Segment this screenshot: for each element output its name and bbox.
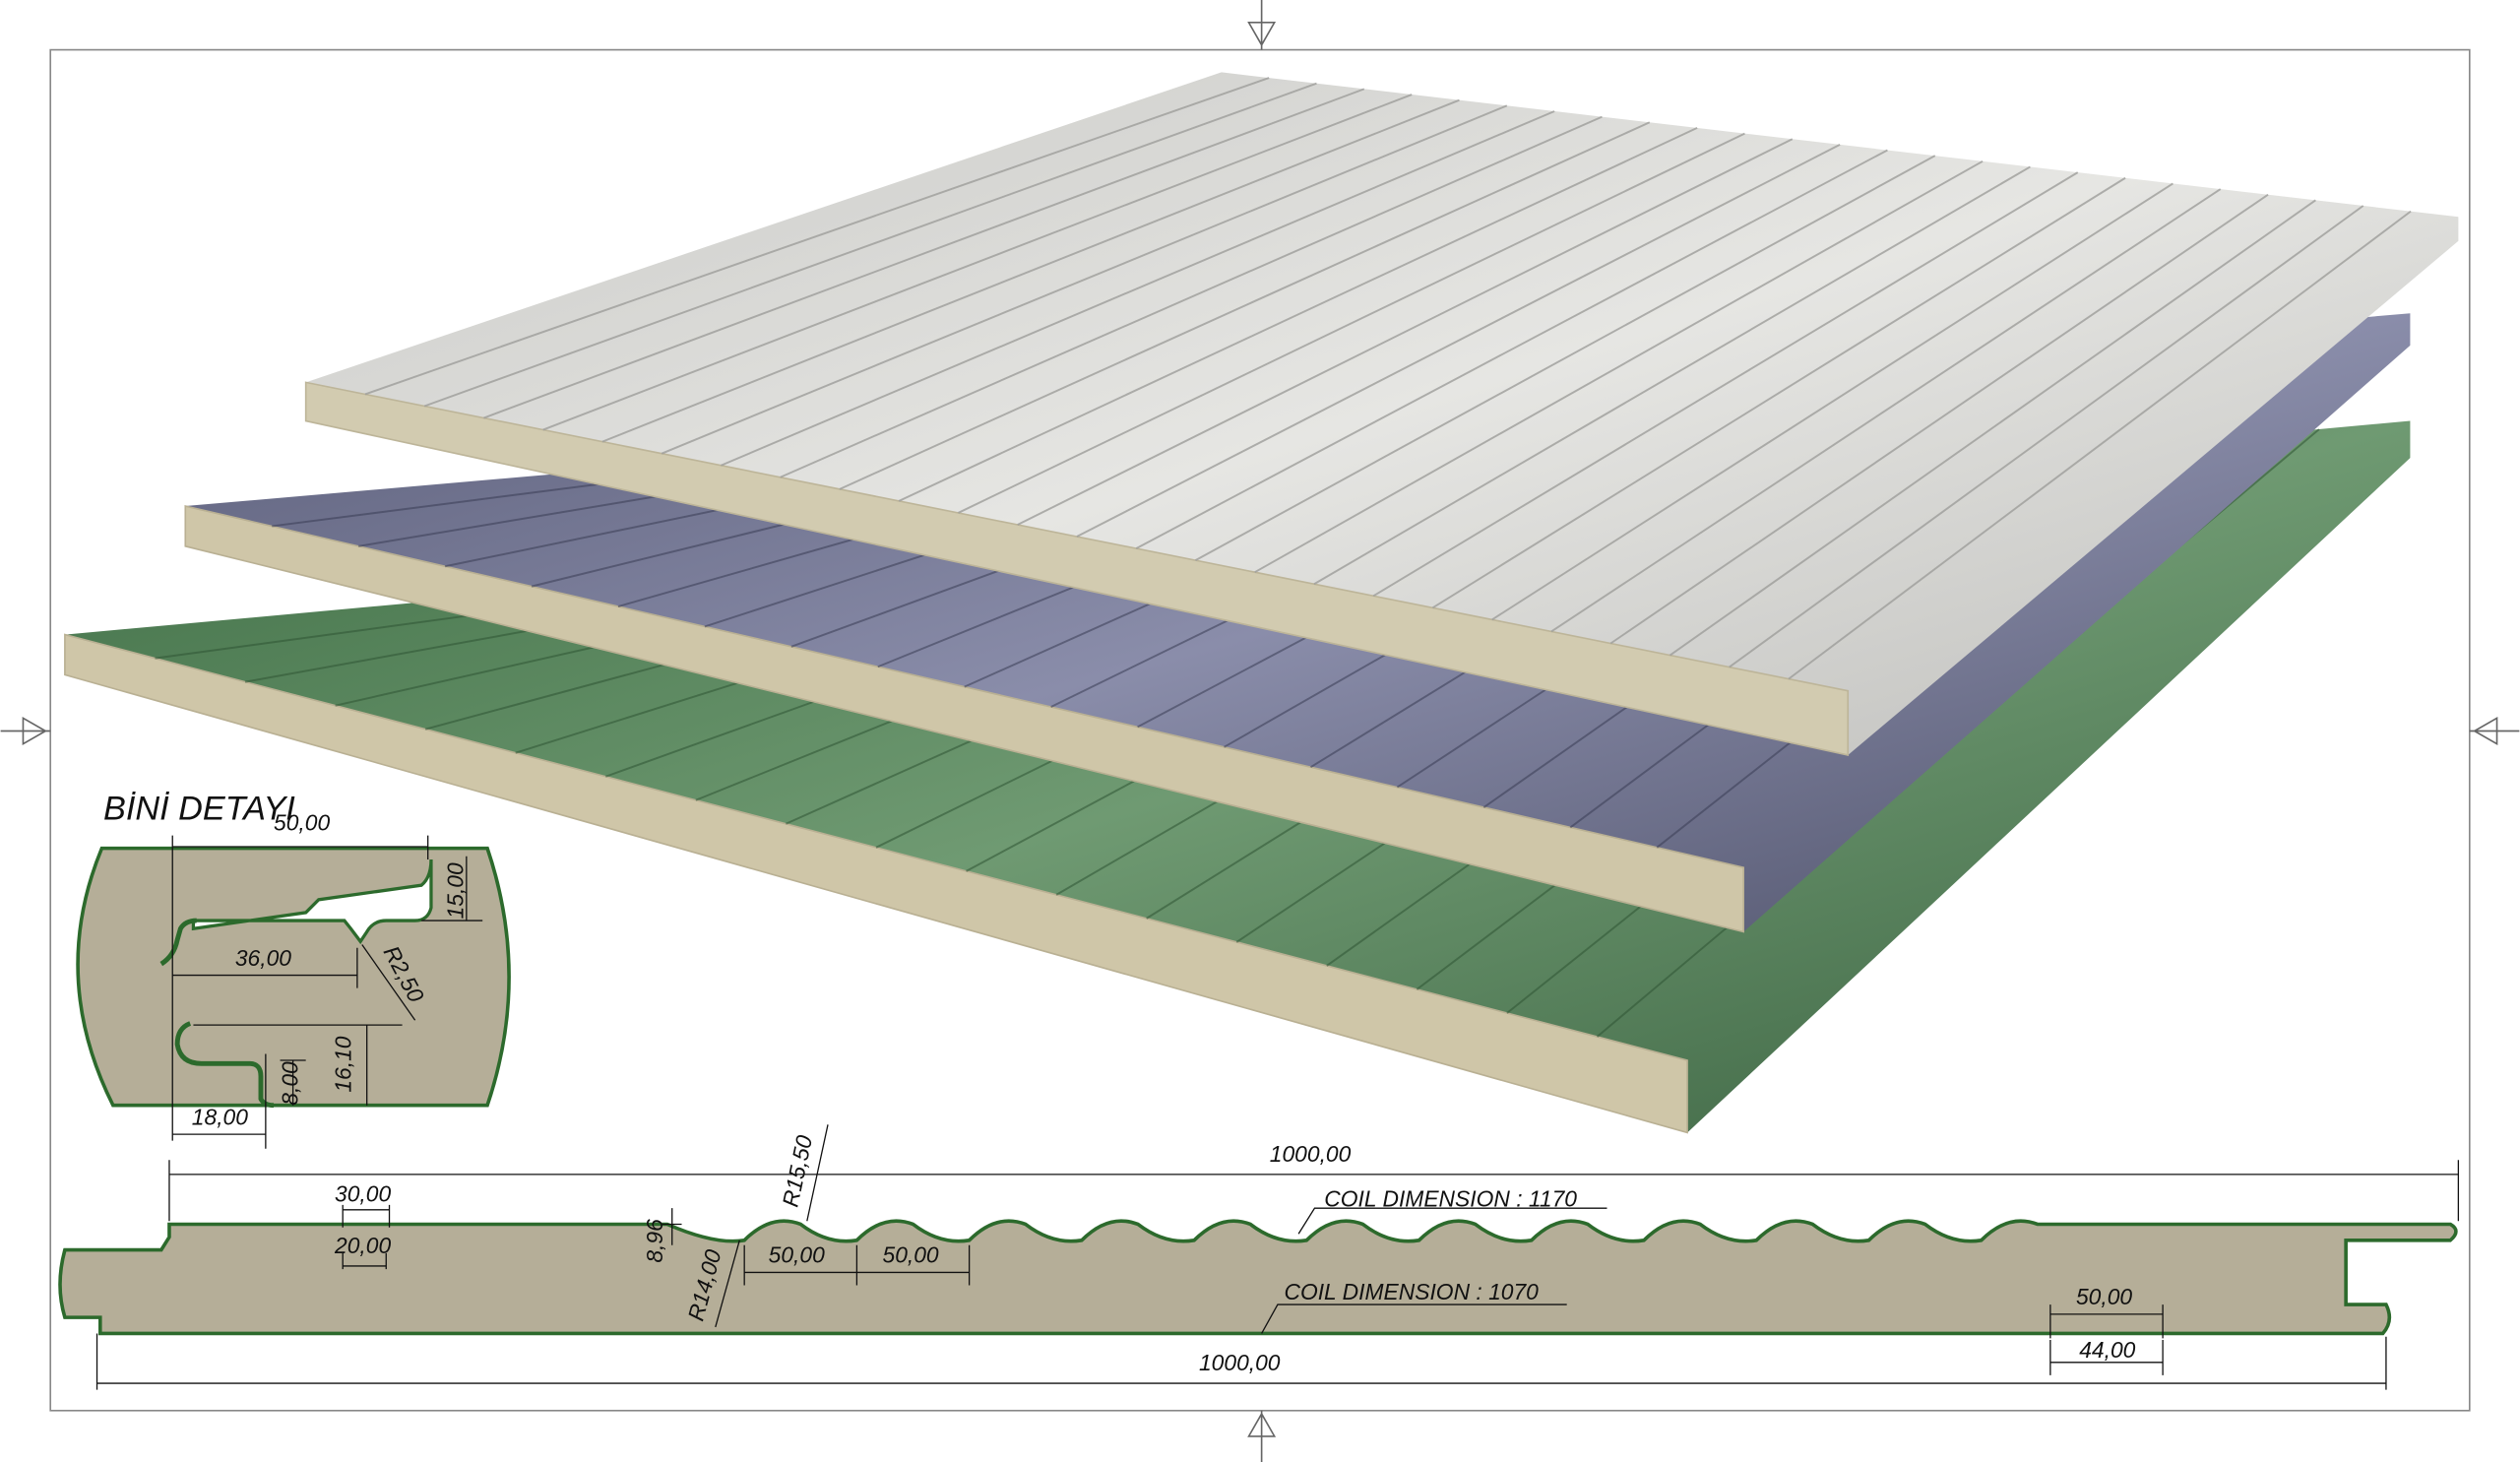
dim-50-b: 50,00 xyxy=(883,1242,939,1268)
dim-896: 8,96 xyxy=(642,1219,667,1263)
panel-rib xyxy=(1076,143,1841,538)
left-marker-icon xyxy=(0,717,51,745)
dim-groove-50: 50,00 xyxy=(2076,1284,2132,1309)
panel-rib xyxy=(661,104,1508,455)
top-marker-icon xyxy=(1247,0,1277,50)
panel-rib xyxy=(1431,176,2126,609)
detail-title: BİNİ DETAYI xyxy=(103,790,295,827)
dim-1610: 16,10 xyxy=(330,1036,355,1092)
detail-groove xyxy=(159,918,275,1109)
panel-rib xyxy=(958,132,1745,514)
dim-20: 20,00 xyxy=(334,1233,391,1258)
dim-1000-top: 1000,00 xyxy=(1270,1141,1352,1167)
panel-rib xyxy=(1254,159,1984,574)
panel-rib xyxy=(1372,171,2079,598)
dim-36: 36,00 xyxy=(235,945,291,971)
dim-8: 8,00 xyxy=(278,1061,303,1106)
panel-rib xyxy=(601,98,1460,443)
coil-dimension-1070: COIL DIMENSION : 1070 xyxy=(1284,1279,1539,1304)
panel-rib xyxy=(542,94,1413,431)
overlap-detail: BİNİ DETAYI 50,00 15,00 36,00 R2,50 16,1… xyxy=(76,790,511,1149)
dim-50-a: 50,00 xyxy=(769,1242,825,1268)
panel-rib xyxy=(780,115,1603,478)
dim-r1550: R15,50 xyxy=(777,1132,817,1209)
right-marker-icon xyxy=(2469,717,2520,745)
panel-rib xyxy=(1550,188,2222,633)
panel-rib xyxy=(1788,210,2412,680)
panel-rib xyxy=(1609,193,2269,645)
panel-rib xyxy=(1135,149,1888,549)
panel-rib xyxy=(423,82,1317,408)
dim-15: 15,00 xyxy=(443,862,469,919)
panel-rib xyxy=(898,127,1698,502)
profile-outline xyxy=(58,1219,2458,1336)
dim-30: 30,00 xyxy=(335,1181,391,1207)
bottom-marker-icon xyxy=(1247,1410,1277,1462)
panel-rib xyxy=(1729,205,2364,668)
dim-50-top: 50,00 xyxy=(274,810,330,836)
coil-dimension-1170: COIL DIMENSION : 1170 xyxy=(1324,1186,1577,1212)
panel-rib xyxy=(364,77,1270,396)
dim-1000-bottom: 1000,00 xyxy=(1199,1350,1281,1375)
panel-rib xyxy=(483,88,1365,419)
panel-rib xyxy=(721,110,1555,467)
panel-white xyxy=(304,72,2459,756)
profile-section: 1000,00 1000,00 30,00 20,00 8,96 R15,50 … xyxy=(58,1124,2460,1390)
panel-rib xyxy=(1669,199,2316,657)
panel-rib xyxy=(1017,138,1794,526)
dim-groove-44: 44,00 xyxy=(2079,1337,2135,1363)
panel-rib xyxy=(1491,182,2174,621)
panel-rib xyxy=(1195,155,1936,562)
detail-tongue-gap xyxy=(191,859,433,945)
panel-rib xyxy=(839,121,1651,490)
dim-18: 18,00 xyxy=(192,1104,248,1129)
panel-rib xyxy=(1313,165,2031,586)
